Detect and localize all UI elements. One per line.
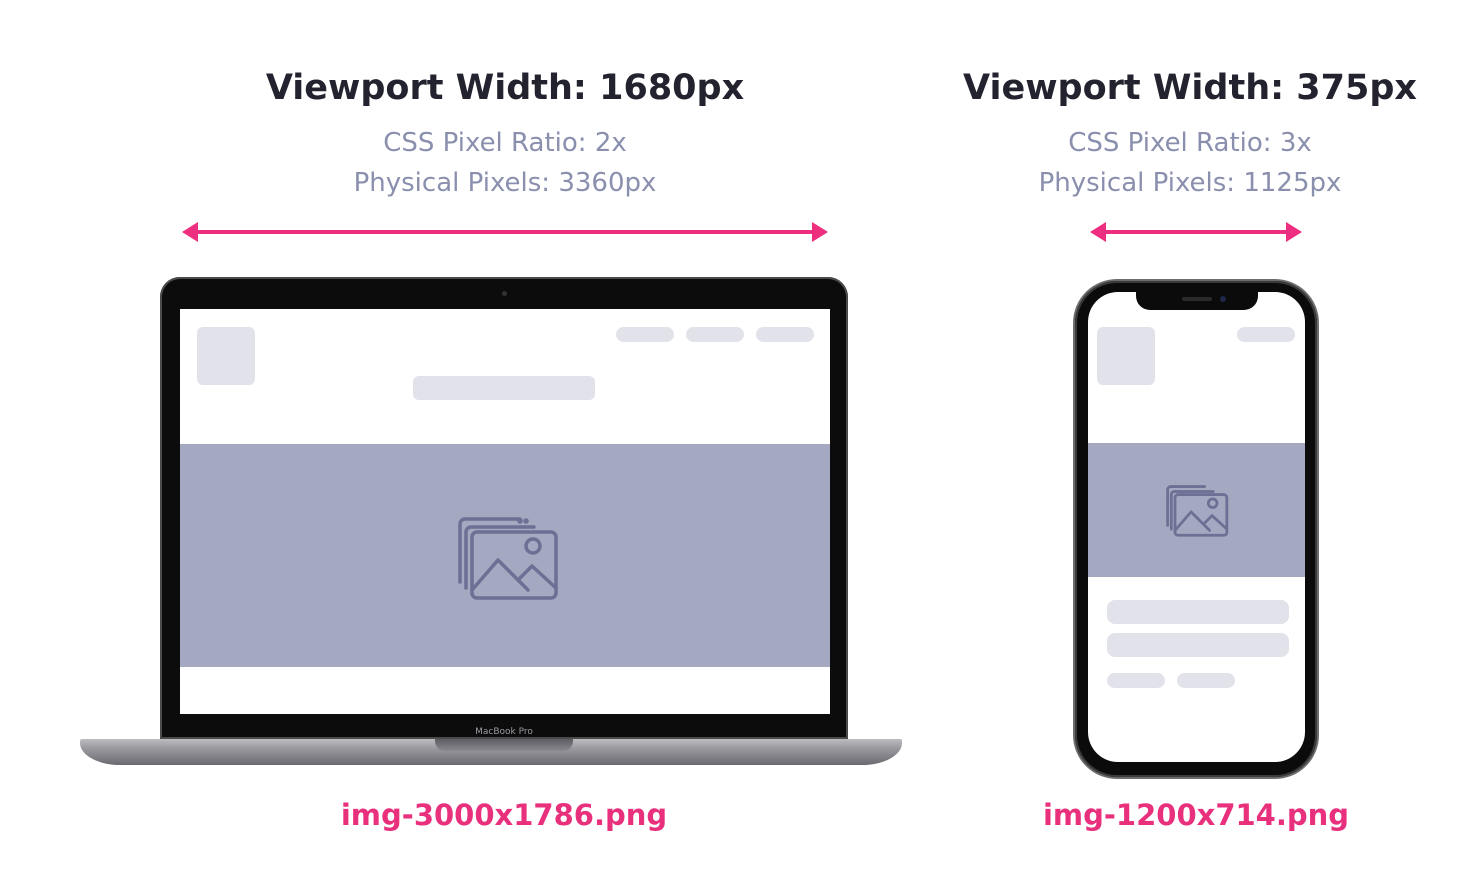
phone-screen	[1088, 292, 1305, 762]
mobile-filename: img-1200x714.png	[1042, 798, 1350, 832]
laptop-hinge	[435, 739, 573, 751]
desktop-physical-pixels: Physical Pixels: 3360px	[353, 168, 657, 198]
laptop-screen	[180, 309, 830, 714]
desktop-width-arrow	[182, 222, 828, 242]
device-label: MacBook Pro	[475, 727, 533, 737]
front-camera	[1220, 296, 1226, 302]
mobile-button-placeholder-2	[1177, 673, 1235, 688]
mobile-text-placeholder-2	[1107, 633, 1289, 657]
mobile-logo-placeholder	[1097, 327, 1155, 385]
mobile-button-placeholder-1	[1107, 673, 1165, 688]
nav-placeholder-1	[616, 327, 674, 342]
mobile-menu-placeholder	[1237, 327, 1295, 342]
images-stack-icon	[1166, 485, 1229, 537]
laptop-camera	[502, 291, 507, 296]
desktop-filename: img-3000x1786.png	[340, 798, 668, 832]
mobile-pixel-ratio: CSS Pixel Ratio: 3x	[1068, 128, 1312, 158]
laptop-base	[80, 739, 902, 765]
desktop-pixel-ratio: CSS Pixel Ratio: 2x	[383, 128, 627, 158]
nav-placeholder-2	[686, 327, 744, 342]
speaker-grille	[1182, 297, 1212, 301]
nav-placeholder-3	[756, 327, 814, 342]
desktop-viewport-title: Viewport Width: 1680px	[265, 68, 745, 108]
mobile-text-placeholder-1	[1107, 600, 1289, 624]
mobile-width-arrow	[1090, 222, 1302, 242]
mobile-hero-image-area	[1088, 443, 1305, 577]
hero-image-area	[180, 444, 830, 667]
logo-placeholder	[197, 327, 255, 385]
mobile-physical-pixels: Physical Pixels: 1125px	[1038, 168, 1342, 198]
heading-placeholder	[413, 376, 595, 400]
images-stack-icon	[458, 517, 558, 600]
phone-notch	[1136, 292, 1258, 310]
mobile-viewport-title: Viewport Width: 375px	[963, 68, 1417, 108]
